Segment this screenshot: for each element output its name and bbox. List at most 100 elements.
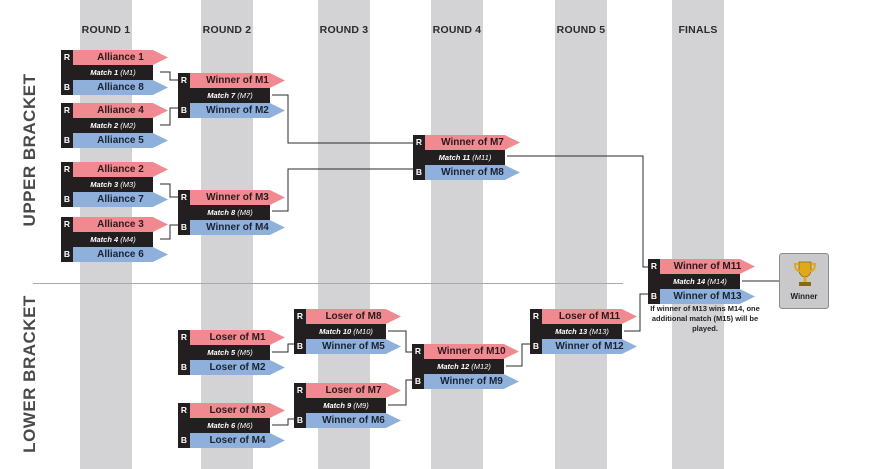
match-name: Match 2: [90, 121, 119, 130]
match-name: Match 9: [323, 401, 352, 410]
blue-side-marker: B: [413, 165, 425, 180]
red-side-marker: R: [648, 259, 660, 274]
round-3-label: ROUND 3: [319, 24, 369, 36]
blue-side-marker: B: [294, 413, 306, 428]
blue-side-marker: B: [530, 339, 542, 354]
match-name: Match 3: [90, 180, 119, 189]
blue-side-marker: B: [61, 80, 73, 95]
match-label: Match 12 (M12): [424, 359, 504, 374]
match-name: Match 8: [207, 208, 236, 217]
match-info-side: [61, 232, 73, 247]
red-team: Winner of M10: [424, 344, 519, 359]
match-info: Match 14 (M14): [648, 274, 755, 289]
red-side-marker: R: [178, 330, 190, 345]
red-side-marker: R: [294, 383, 306, 398]
match-info: Match 8 (M8): [178, 205, 285, 220]
match-label: Match 4 (M4): [73, 232, 153, 247]
match-info: Match 12 (M12): [412, 359, 519, 374]
match-name: Match 10: [319, 327, 352, 336]
match-label: Match 9 (M9): [306, 398, 386, 413]
match-code: (M2): [120, 121, 136, 130]
match-name: Match 6: [207, 421, 236, 430]
match-info: Match 2 (M2): [61, 118, 168, 133]
match-info-side: [294, 324, 306, 339]
blue-team: Loser of M2: [190, 360, 285, 375]
winner-box: Winner: [779, 253, 829, 309]
connector-m6-m9: [272, 418, 296, 426]
match-label: Match 2 (M2): [73, 118, 153, 133]
red-side-marker: R: [178, 190, 190, 205]
blue-team: Winner of M2: [190, 103, 285, 118]
red-team: Loser of M1: [190, 330, 285, 345]
connector-m2-m7: [160, 107, 180, 126]
bracket-divider: [33, 283, 623, 284]
connector-m10-m12: [388, 330, 414, 353]
connector-m4-m8: [160, 224, 180, 240]
match-name: Match 7: [207, 91, 236, 100]
blue-team: Alliance 8: [73, 80, 168, 95]
blue-side-marker: B: [61, 192, 73, 207]
match-code: (M5): [237, 348, 253, 357]
red-side-marker: R: [178, 73, 190, 88]
match-info-side: [61, 177, 73, 192]
connector-m7-m11: [272, 94, 415, 144]
red-team: Alliance 4: [73, 103, 168, 118]
match-info: Match 9 (M9): [294, 398, 401, 413]
match-name: Match 13: [555, 327, 588, 336]
match-name: Match 5: [207, 348, 236, 357]
red-team: Alliance 3: [73, 217, 168, 232]
connector-m9-m12: [388, 379, 414, 406]
blue-side-marker: B: [412, 374, 424, 389]
blue-team: Winner of M4: [190, 220, 285, 235]
match-name: Match 1: [90, 68, 119, 77]
connector-m5-m10: [272, 343, 296, 353]
round-1-label: ROUND 1: [81, 24, 131, 36]
match-info-side: [178, 88, 190, 103]
match-code: (M9): [353, 401, 369, 410]
match-label: Match 13 (M13): [542, 324, 622, 339]
finals-note: If winner of M13 wins M14, one additiona…: [650, 304, 760, 333]
match-info-side: [178, 205, 190, 220]
match-code: (M6): [237, 421, 253, 430]
match-code: (M8): [237, 208, 253, 217]
red-team: Winner of M11: [660, 259, 755, 274]
red-team: Winner of M3: [190, 190, 285, 205]
match-info: Match 13 (M13): [530, 324, 637, 339]
match-info-side: [413, 150, 425, 165]
winner-label: Winner: [790, 292, 818, 301]
round-5-label: ROUND 5: [556, 24, 606, 36]
match-code: (M13): [589, 327, 609, 336]
match-info-side: [412, 359, 424, 374]
match-info-side: [530, 324, 542, 339]
finals-label: FINALS: [678, 24, 718, 36]
red-side-marker: R: [61, 103, 73, 118]
red-side-marker: R: [530, 309, 542, 324]
match-info-side: [648, 274, 660, 289]
red-side-marker: R: [61, 50, 73, 65]
